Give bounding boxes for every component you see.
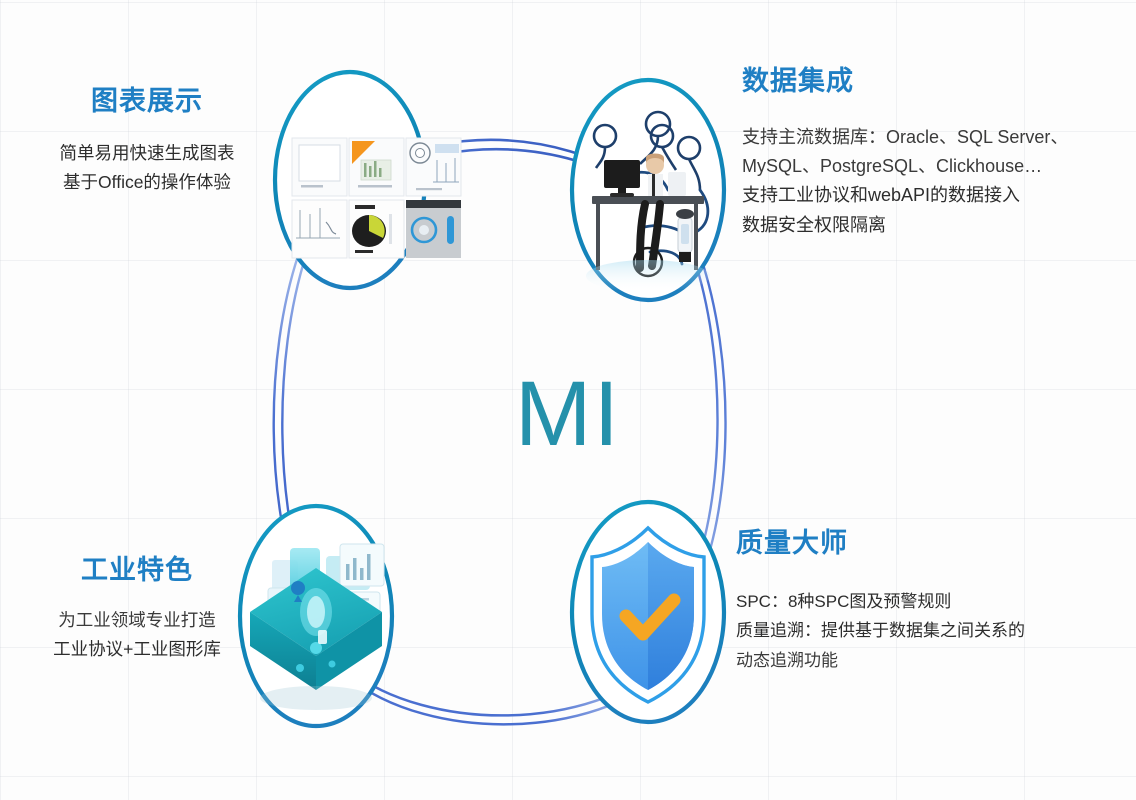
data-integration-line-4: 数据安全权限隔离: [742, 214, 886, 235]
data-integration-line-3: 支持工业协议和webAPI的数据接入: [742, 185, 1021, 206]
block-data-integration: 数据集成 支持主流数据库：Oracle、SQL Server、 MySQL、Po…: [742, 66, 1122, 240]
heading-data-integration: 数据集成: [742, 66, 854, 96]
person-at-desk-icon: [586, 110, 710, 292]
quality-master-line-2: 质量追溯：提供基于数据集之间关系的: [736, 621, 1025, 641]
heading-quality-master: 质量大师: [736, 528, 848, 558]
block-industry-features: 工业特色 为工业领域专业打造 工业协议+工业图形库: [18, 555, 256, 664]
chart-display-line-2: 基于Office的操作体验: [63, 171, 231, 192]
quality-master-line-3: 动态追溯功能: [736, 650, 838, 670]
quality-master-line-1: SPC：8种SPC图及预警规则: [736, 592, 952, 612]
block-quality-master: 质量大师 SPC：8种SPC图及预警规则 质量追溯：提供基于数据集之间关系的 动…: [736, 528, 1116, 675]
heading-chart-display: 图表展示: [91, 86, 203, 116]
chart-gallery-icon: [291, 137, 462, 259]
center-wordmark: MI: [514, 363, 622, 465]
data-integration-line-1: 支持主流数据库：Oracle、SQL Server、: [742, 127, 1069, 148]
isometric-data-cube-icon: [250, 543, 385, 710]
industry-features-line-2: 工业协议+工业图形库: [53, 638, 221, 659]
shield-check-icon: [590, 525, 706, 704]
chart-display-line-1: 简单易用快速生成图表: [59, 143, 235, 164]
block-chart-display: 图表展示 简单易用快速生成图表 基于Office的操作体验: [36, 86, 258, 197]
data-integration-line-2: MySQL、PostgreSQL、Clickhouse…: [742, 156, 1043, 177]
industry-features-line-1: 为工业领域专业打造: [58, 610, 216, 631]
heading-industry-features: 工业特色: [81, 555, 193, 585]
